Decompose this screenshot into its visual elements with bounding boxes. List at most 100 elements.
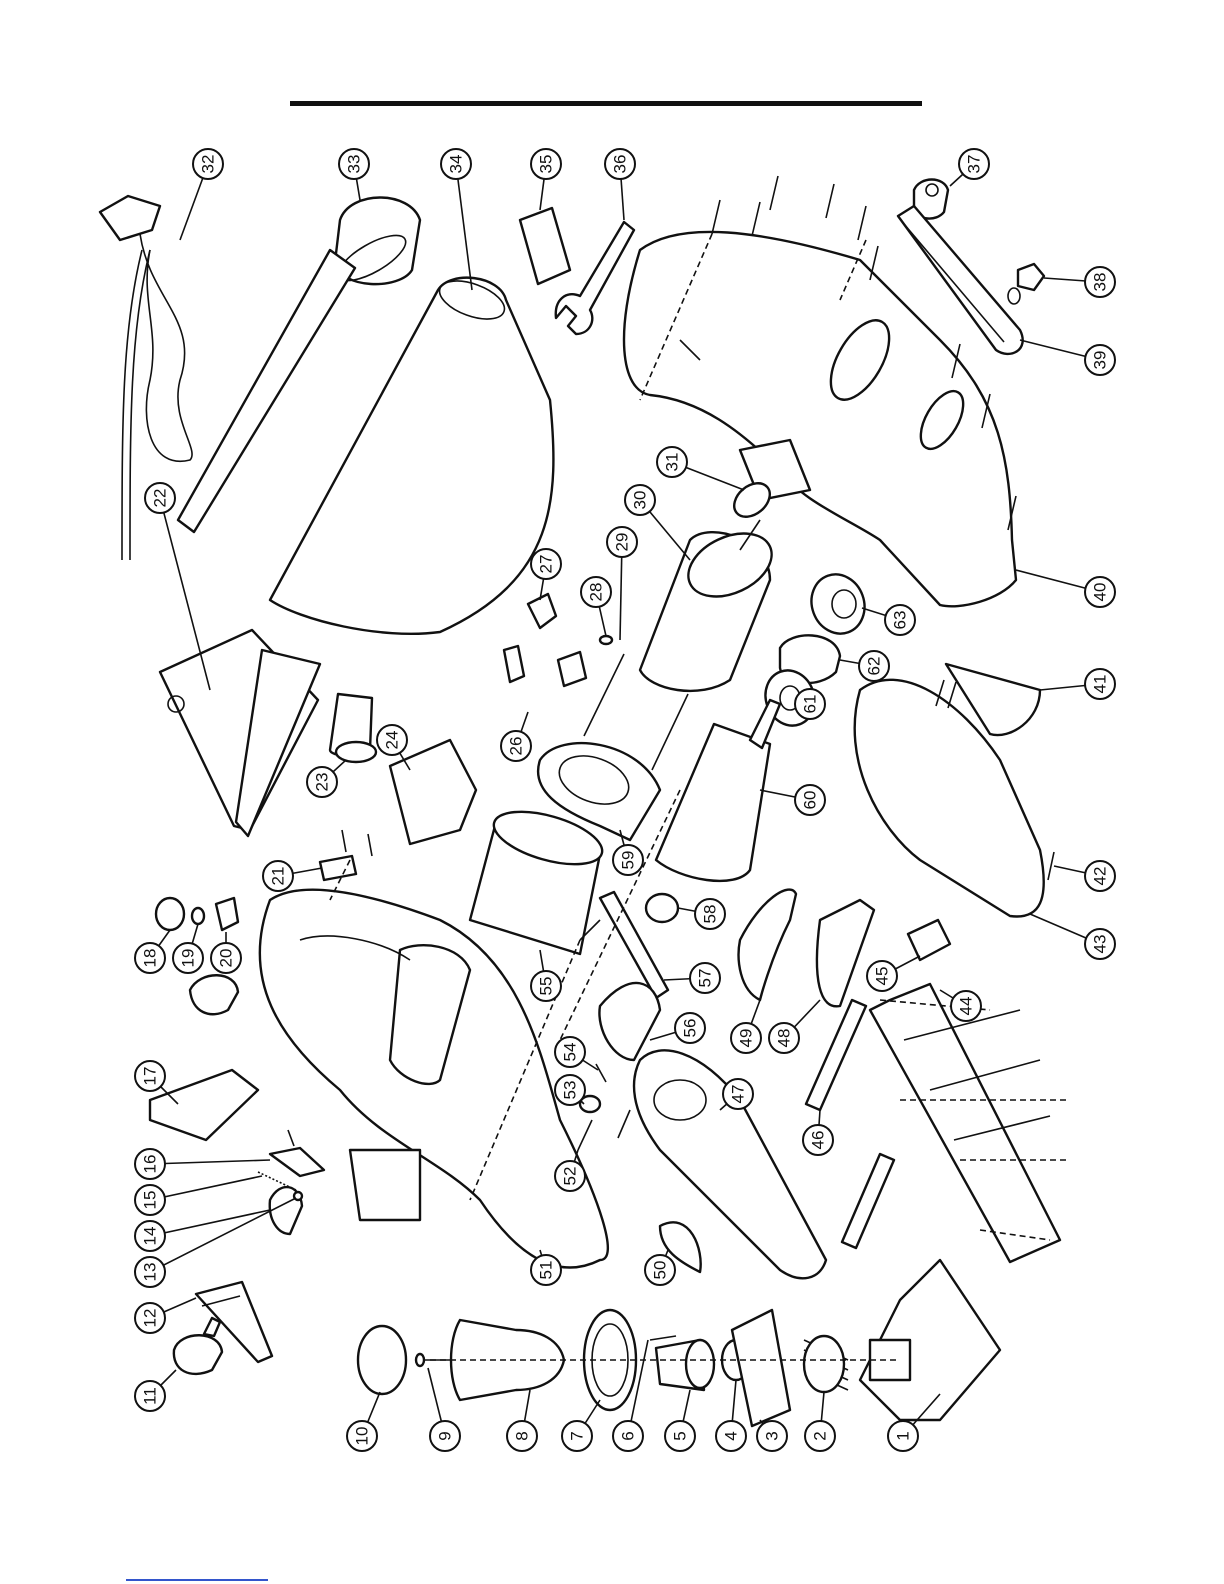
callout-number: 35 [537, 155, 556, 174]
callout-number: 42 [1091, 867, 1110, 886]
callout-number: 19 [179, 949, 198, 968]
callout-number: 18 [141, 949, 160, 968]
callout-number: 50 [651, 1261, 670, 1280]
callout-number: 3 [763, 1431, 782, 1440]
callout-46: 46 [803, 1110, 833, 1155]
part-54-pin [596, 1064, 606, 1082]
callout-62: 62 [840, 651, 889, 681]
part-10-cap [358, 1326, 406, 1394]
callout-number: 4 [722, 1431, 741, 1440]
part-56-shield [599, 983, 660, 1060]
callout-number: 59 [619, 851, 638, 870]
footer-link-underline [126, 1579, 268, 1581]
callout-3: 3 [757, 1420, 787, 1451]
callout-number: 56 [681, 1019, 700, 1038]
callout-number: 6 [619, 1431, 638, 1440]
callout-63: 63 [862, 605, 915, 635]
part-knob [190, 975, 238, 1014]
callout-41: 41 [1040, 669, 1115, 699]
callout-number: 28 [587, 583, 606, 602]
callout-number: 53 [561, 1081, 580, 1100]
callout-number: 29 [613, 533, 632, 552]
callout-4: 4 [716, 1380, 746, 1451]
callout-48: 48 [769, 1000, 820, 1053]
callout-36: 36 [605, 149, 635, 220]
callout-number: 63 [891, 611, 910, 630]
callout-40: 40 [1016, 570, 1115, 607]
callout-leader [150, 1160, 270, 1164]
callout-15: 15 [135, 1176, 262, 1215]
callout-10: 10 [347, 1392, 380, 1451]
callout-leader [150, 1198, 296, 1272]
callout-number: 11 [141, 1387, 160, 1405]
part-36-wrench [556, 222, 634, 334]
callout-number: 1 [894, 1431, 913, 1440]
callout-35: 35 [531, 149, 561, 210]
callout-number: 40 [1091, 583, 1110, 602]
callout-32: 32 [180, 149, 223, 240]
part-58-cap [646, 894, 678, 922]
part-35-sleeve [520, 208, 570, 284]
part-27-switch [504, 594, 586, 686]
callout-19: 19 [173, 924, 203, 973]
callout-number: 52 [561, 1167, 580, 1186]
callout-number: 26 [507, 737, 526, 756]
callout-number: 30 [631, 491, 650, 510]
callout-42: 42 [1054, 861, 1115, 891]
callout-number: 8 [513, 1431, 532, 1440]
callout-number: 12 [141, 1309, 160, 1328]
callout-18: 18 [135, 930, 170, 973]
callout-number: 27 [537, 555, 556, 574]
callout-49: 49 [731, 1000, 761, 1053]
callout-number: 49 [737, 1029, 756, 1048]
callout-number: 62 [865, 657, 884, 676]
callout-26: 26 [501, 712, 531, 761]
part-55-field-housing [470, 801, 608, 954]
callout-37: 37 [950, 149, 989, 186]
part-22-guide-plate [160, 630, 320, 836]
callout-33: 33 [339, 149, 369, 200]
callout-number: 22 [151, 489, 170, 508]
callout-23: 23 [307, 760, 346, 797]
callout-number: 24 [383, 731, 402, 750]
callout-number: 60 [801, 791, 820, 810]
part-20-wingnut [216, 898, 238, 930]
callout-58: 58 [678, 899, 725, 929]
callout-31: 31 [657, 447, 744, 490]
callout-20: 20 [211, 932, 241, 973]
callout-34: 34 [441, 149, 472, 290]
callout-number: 13 [141, 1263, 160, 1282]
part-16-lever [270, 1130, 324, 1176]
part-1-base [860, 1260, 1000, 1420]
part-8-spindle-head [451, 1320, 564, 1400]
callout-5: 5 [665, 1390, 695, 1451]
callout-7: 7 [562, 1400, 600, 1451]
callout-12: 12 [135, 1298, 196, 1333]
part-17-bracket [150, 1070, 258, 1140]
callout-number: 14 [141, 1227, 160, 1246]
callout-number: 23 [313, 773, 332, 792]
callout-number: 58 [701, 905, 720, 924]
callout-number: 16 [141, 1155, 160, 1174]
callout-number: 61 [801, 695, 820, 714]
callout-number: 57 [696, 969, 715, 988]
callout-leader [150, 1176, 262, 1200]
callout-57: 57 [664, 963, 720, 993]
callout-39: 39 [1020, 340, 1115, 375]
callout-number: 10 [353, 1427, 372, 1446]
callout-leader [150, 1210, 270, 1236]
part-28-washer [600, 636, 612, 644]
part-11-knob [174, 1318, 222, 1374]
callout-8: 8 [507, 1390, 537, 1451]
callout-11: 11 [135, 1370, 176, 1411]
callout-number: 41 [1091, 675, 1110, 694]
callout-number: 48 [775, 1029, 794, 1048]
part-21-clamp [320, 830, 372, 880]
callout-number: 7 [568, 1431, 587, 1440]
callout-number: 20 [217, 949, 236, 968]
callout-number: 36 [611, 155, 630, 174]
callout-leader [456, 164, 472, 290]
part-45-clip [908, 920, 950, 960]
part-49-cover [739, 890, 796, 1000]
callout-50: 50 [645, 1250, 675, 1285]
